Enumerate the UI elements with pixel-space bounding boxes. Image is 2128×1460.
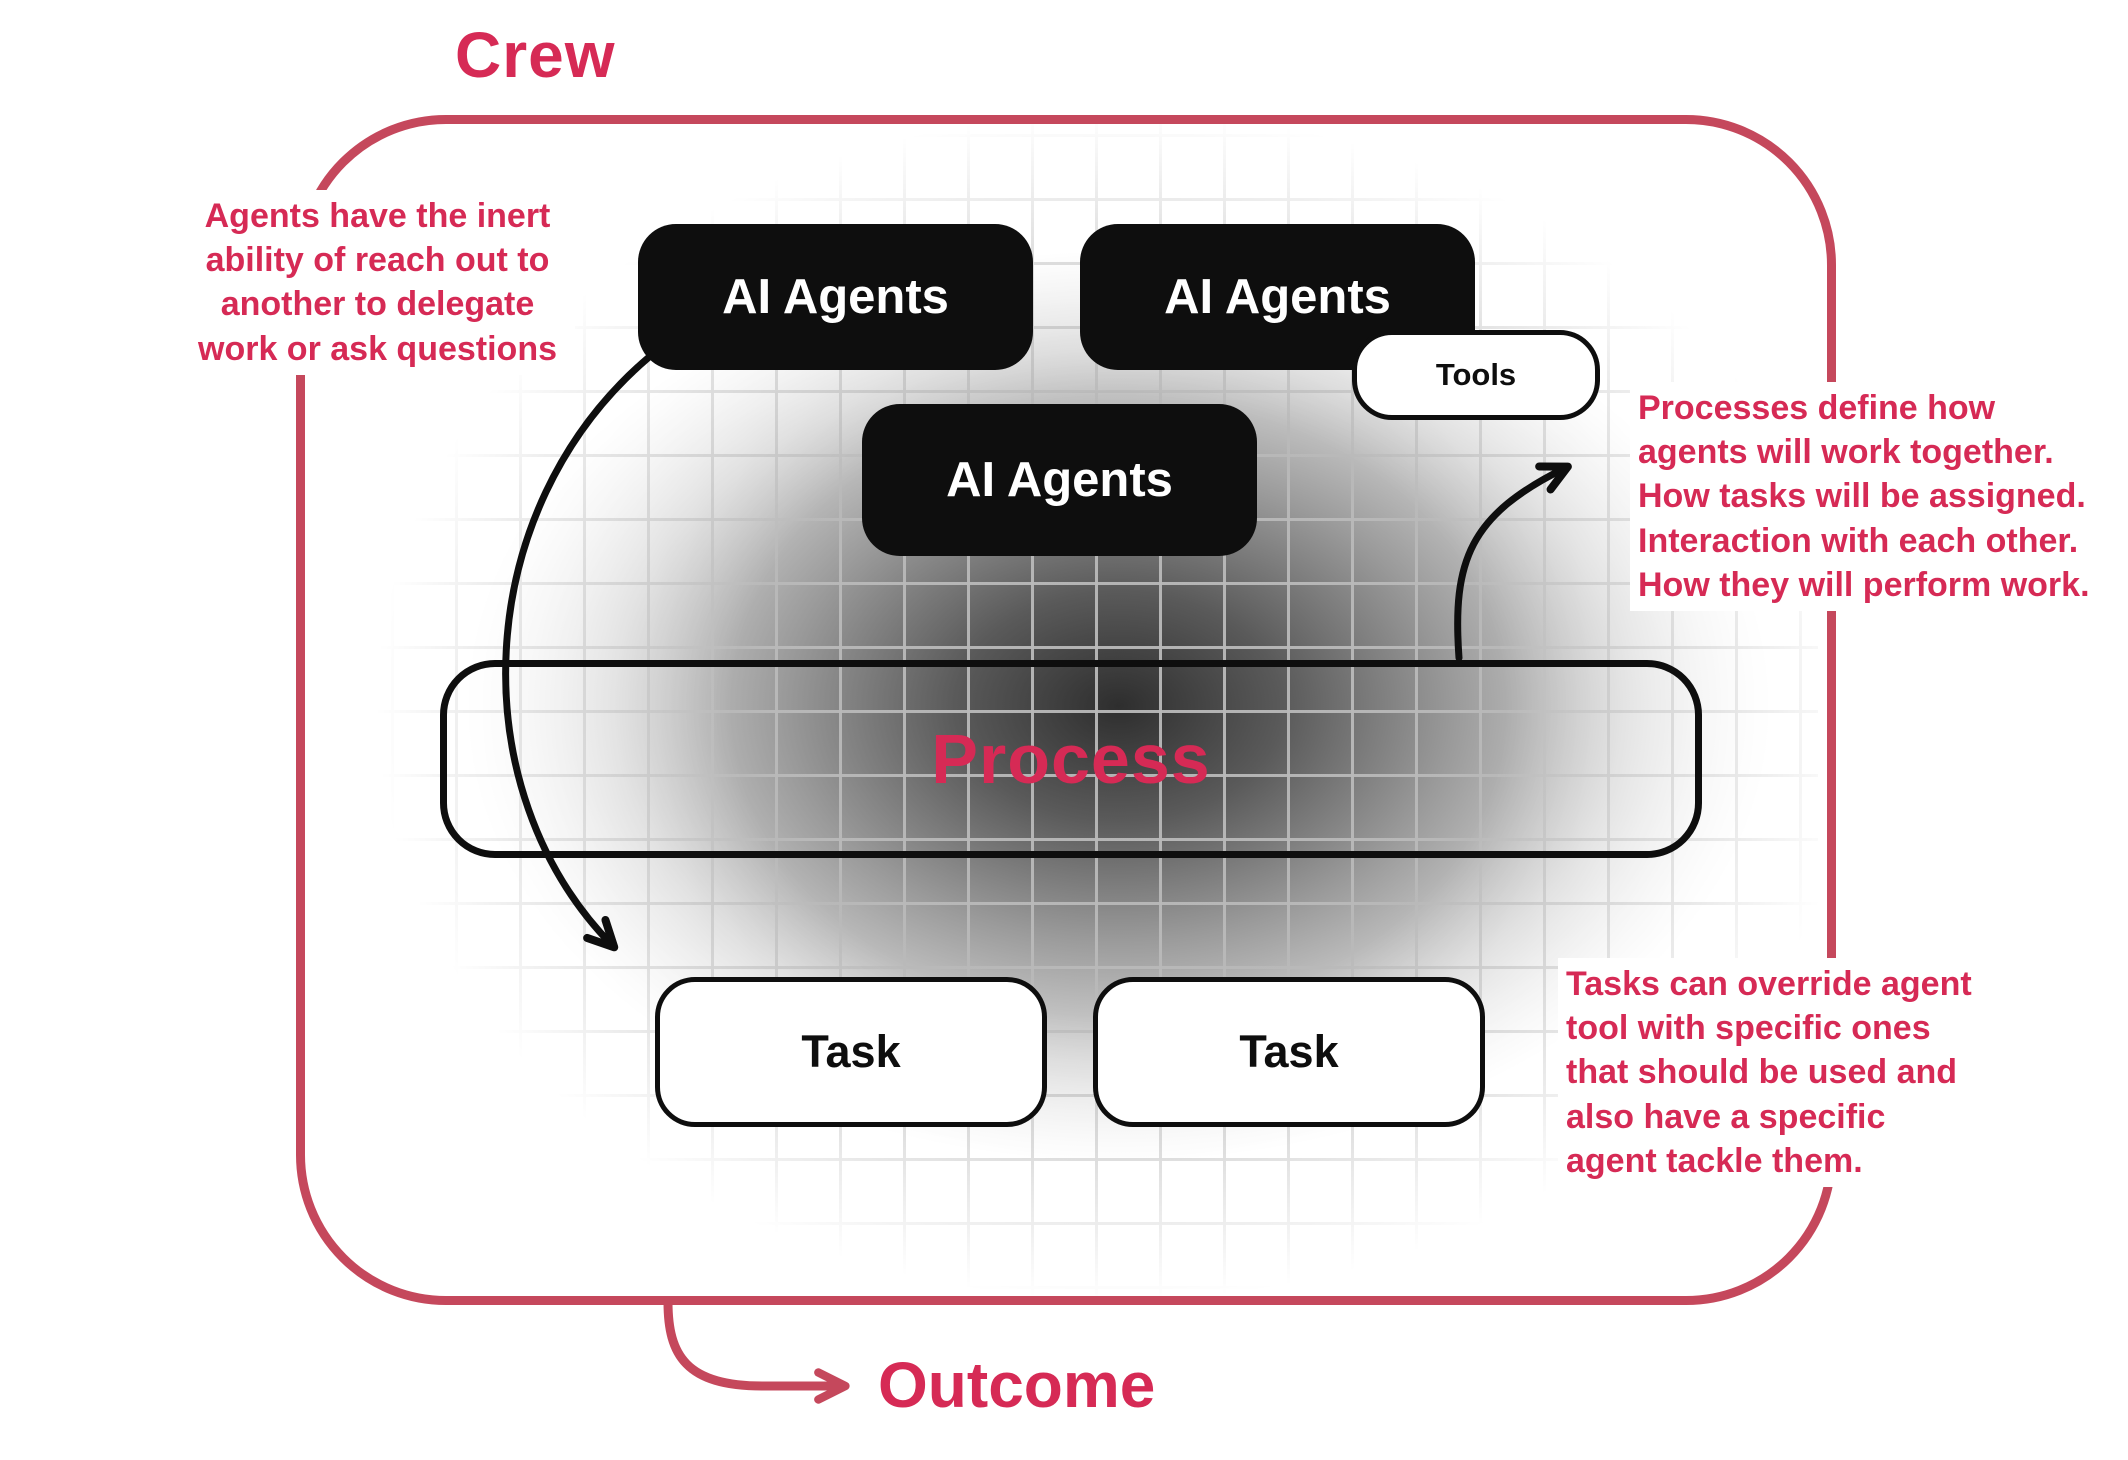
tools-label: Tools [1435,357,1517,392]
task-label-2: Task [1239,1026,1339,1077]
annotation-tasks: Tasks can override agent tool with speci… [1558,958,2003,1187]
annotation-processes: Processes define how agents will work to… [1630,382,2128,611]
crew-label: Crew [455,19,616,91]
ai-agents-box-3: AI Agents [862,404,1257,556]
crew-boundary-border [296,115,1836,1305]
outcome-label: Outcome [878,1349,1156,1421]
process-label: Process [931,720,1211,798]
task-box-1: Task [655,977,1047,1127]
ai-agents-label-2: AI Agents [1164,270,1391,324]
ai-agents-label-1: AI Agents [722,270,949,324]
process-box: Process [440,660,1702,858]
task-label-1: Task [801,1026,901,1077]
ai-agents-label-3: AI Agents [946,453,1173,507]
tools-box: Tools [1352,330,1600,420]
task-box-2: Task [1093,977,1485,1127]
annotation-agents-delegation: Agents have the inert ability of reach o… [180,190,575,375]
ai-agents-box-1: AI Agents [638,224,1033,370]
